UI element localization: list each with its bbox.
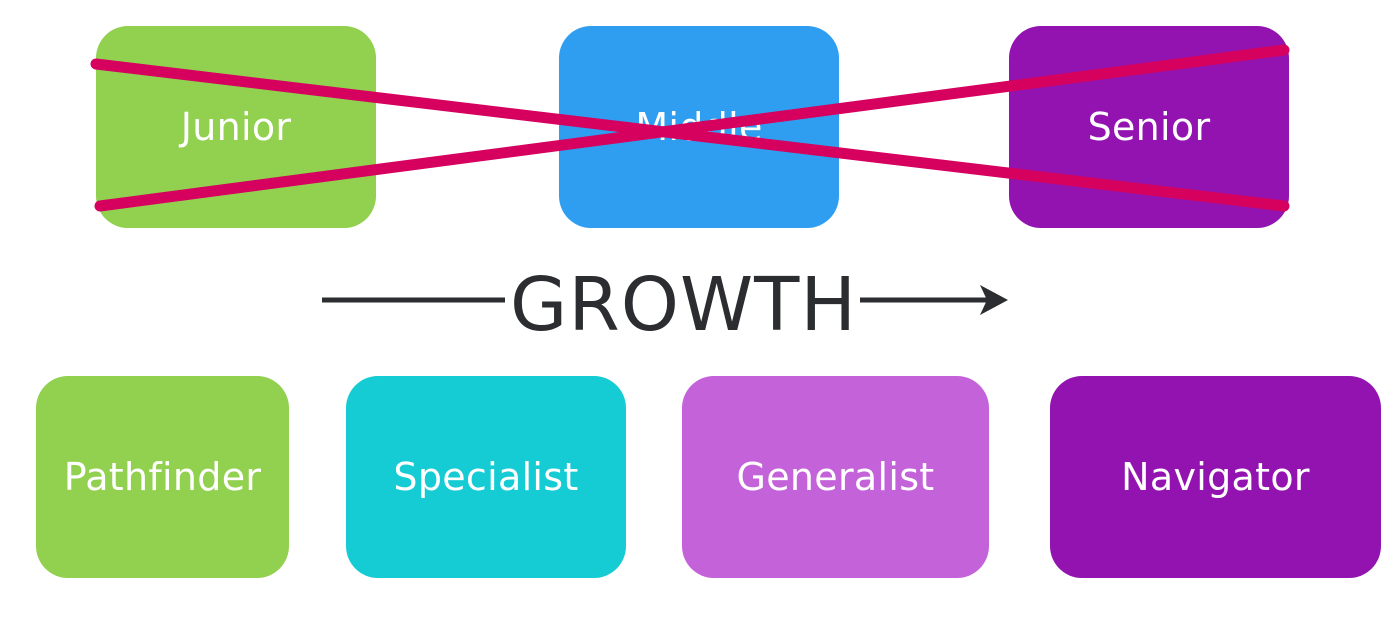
box-senior-label: Senior [1087,105,1211,149]
box-middle: Middle [559,26,839,228]
box-middle-label: Middle [635,105,763,149]
box-generalist-label: Generalist [736,455,935,499]
box-specialist: Specialist [346,376,626,578]
box-senior: Senior [1009,26,1289,228]
arrowhead-icon [980,285,1008,315]
box-junior-label: Junior [180,105,292,149]
box-pathfinder-label: Pathfinder [63,455,262,499]
box-junior: Junior [96,26,376,228]
box-pathfinder: Pathfinder [36,376,289,578]
box-navigator-label: Navigator [1121,455,1310,499]
box-specialist-label: Specialist [393,455,579,499]
box-generalist: Generalist [682,376,989,578]
box-navigator: Navigator [1050,376,1381,578]
growth-label: GROWTH [509,262,858,348]
